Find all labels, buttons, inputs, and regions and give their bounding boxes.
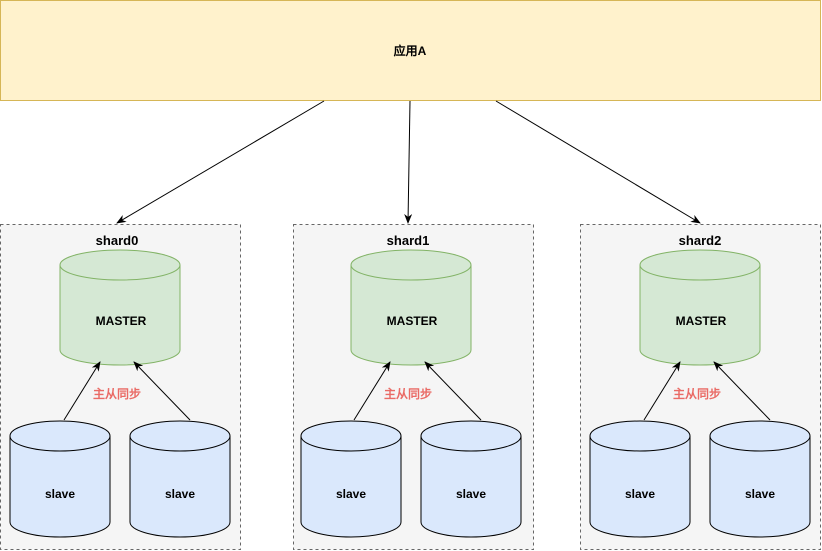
slave-cylinder-top [9,420,111,452]
slave-cylinder-body [589,436,691,538]
slave-cylinder-body [9,436,111,538]
shard-group: shard0 MASTER 主从同步 slave slave [0,224,241,550]
master-label: MASTER [387,314,438,328]
slave-database: slave [589,420,691,538]
slave-cylinder-top [589,420,691,452]
master-cylinder-body [350,265,472,366]
slave-label: slave [165,487,195,501]
application-label: 应用A [394,43,427,58]
arrow-app-to-shard1 [404,100,413,224]
sync-arrow-right [424,361,482,421]
slave-label: slave [45,487,75,501]
shard-title: shard1 [387,233,430,248]
slave-cylinder-body [300,436,402,538]
slave-database: slave [709,420,811,538]
slave-label: slave [625,487,655,501]
slave-label: slave [456,487,486,501]
arrow-app-to-shard2 [495,100,701,224]
sync-label: 主从同步 [384,386,432,401]
master-cylinder-top [350,249,472,281]
slave-cylinder-top [129,420,231,452]
shard-title: shard0 [96,233,139,248]
sync-arrow-left [353,361,391,421]
sync-arrow-right [713,361,771,421]
slave-cylinder-top [709,420,811,452]
master-cylinder-body [639,265,761,366]
shard-group: shard2 MASTER 主从同步 slave slave [580,224,821,550]
application-box [0,0,821,101]
sync-label: 主从同步 [673,386,721,401]
slave-cylinder-body [420,436,522,538]
sync-label: 主从同步 [93,386,141,401]
master-database: MASTER [59,249,181,366]
slave-label: slave [745,487,775,501]
master-cylinder-top [639,249,761,281]
shard-group: shard1 MASTER 主从同步 slave slave [293,224,534,550]
master-cylinder-body [59,265,181,366]
master-cylinder-top [59,249,181,281]
slave-cylinder-top [420,420,522,452]
sync-arrow-left [643,361,681,421]
slave-database: slave [129,420,231,538]
master-database: MASTER [639,249,761,366]
slave-database: slave [300,420,402,538]
slave-database: slave [9,420,111,538]
slave-cylinder-body [709,436,811,538]
master-label: MASTER [96,314,147,328]
slave-cylinder-top [300,420,402,452]
slave-database: slave [420,420,522,538]
master-label: MASTER [676,314,727,328]
shard-title: shard2 [679,233,722,248]
sync-arrow-right [133,361,191,421]
arrow-app-to-shard0 [116,100,325,224]
slave-label: slave [336,487,366,501]
master-database: MASTER [350,249,472,366]
slave-cylinder-body [129,436,231,538]
sync-arrow-left [63,361,101,421]
app-to-shard-arrows [116,100,701,224]
application-node: 应用A [0,0,821,101]
